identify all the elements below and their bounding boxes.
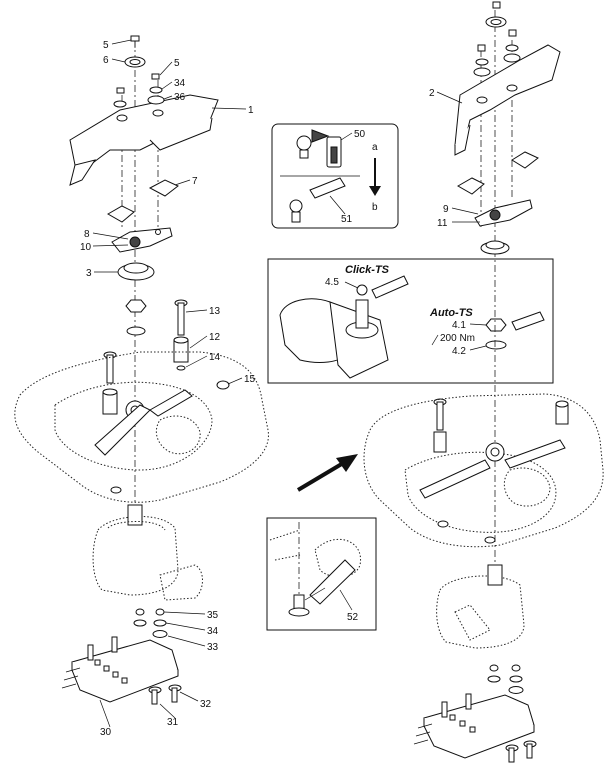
right-callouts: 2 9 11 [429, 88, 480, 229]
washer-4-2 [485, 340, 507, 350]
callout-15: 15 [244, 374, 256, 385]
callout-52: 52 [347, 612, 359, 623]
callout-51: 51 [341, 214, 353, 225]
callout-30: 30 [100, 727, 112, 738]
callout-1: 1 [248, 105, 254, 116]
skid-assembly-right [413, 664, 537, 763]
lower-nut [110, 486, 122, 494]
callout-32: 32 [200, 699, 212, 710]
callout-34: 34 [207, 626, 219, 637]
left-assembly [14, 35, 269, 705]
step-b: b [372, 202, 378, 213]
callout-11: 11 [437, 218, 448, 229]
click-ts-title: Click-TS [345, 264, 390, 276]
nut-15 [216, 380, 230, 390]
cutter-bar-plate-left [14, 351, 269, 503]
lever-part-10 [111, 227, 173, 253]
cutter-bar-plate-right [363, 393, 604, 548]
gearbox-left [92, 504, 203, 601]
callout-31: 31 [167, 717, 179, 728]
callout-12: 12 [209, 332, 221, 343]
step-a: a [372, 142, 378, 153]
callout-33: 33 [207, 642, 219, 653]
callout-8: 8 [84, 229, 90, 240]
wear-pad [456, 177, 485, 195]
gearbox-right [436, 564, 525, 649]
front-bolt [102, 351, 118, 415]
nut [125, 299, 147, 313]
callout-9: 9 [443, 204, 449, 215]
callout-50: 50 [354, 129, 366, 140]
spacer-12 [173, 336, 189, 363]
inset-detail-52: 52 [266, 517, 377, 631]
bearing-ring-3 [117, 262, 155, 281]
right-assembly [363, 1, 604, 763]
nut-14 [176, 365, 186, 371]
wear-pad [511, 151, 539, 169]
callout-5: 5 [103, 40, 109, 51]
callout-3: 3 [86, 268, 92, 279]
bolt-13 [174, 299, 188, 336]
callout-2: 2 [429, 88, 435, 99]
callout-6: 6 [103, 55, 109, 66]
washer [126, 326, 146, 336]
callout-4-2: 4.2 [452, 346, 466, 357]
skid-assembly-left [61, 608, 182, 705]
torque-label: 200 Nm [440, 333, 475, 344]
callout-4-1: 4.1 [452, 320, 466, 331]
callout-13: 13 [209, 306, 221, 317]
left-callouts: 5 6 5 34 36 1 7 8 10 3 13 12 14 15 35 34… [80, 39, 256, 738]
lever-part-11 [474, 199, 533, 227]
wear-pad-7 [148, 179, 179, 197]
bracket-part-1 [69, 73, 219, 186]
inset-adhesive: 50 a b 51 [271, 123, 399, 229]
callout-4-5: 4.5 [325, 277, 339, 288]
auto-ts-title: Auto-TS [429, 307, 473, 319]
callout-34: 34 [174, 78, 186, 89]
direction-arrow [296, 454, 358, 492]
wear-pad [106, 205, 135, 223]
callout-7: 7 [192, 176, 198, 187]
callout-5: 5 [174, 58, 180, 69]
callout-14: 14 [209, 352, 221, 363]
callout-10: 10 [80, 242, 92, 253]
callout-35: 35 [207, 610, 219, 621]
nut-4-1 [485, 318, 507, 332]
callout-36: 36 [174, 92, 186, 103]
bracket-part-2 [454, 44, 561, 156]
screw-part [124, 35, 146, 68]
inset-gearbox: Click-TS Auto-TS 4.5 4.1 4.2 200 Nm [267, 258, 554, 384]
